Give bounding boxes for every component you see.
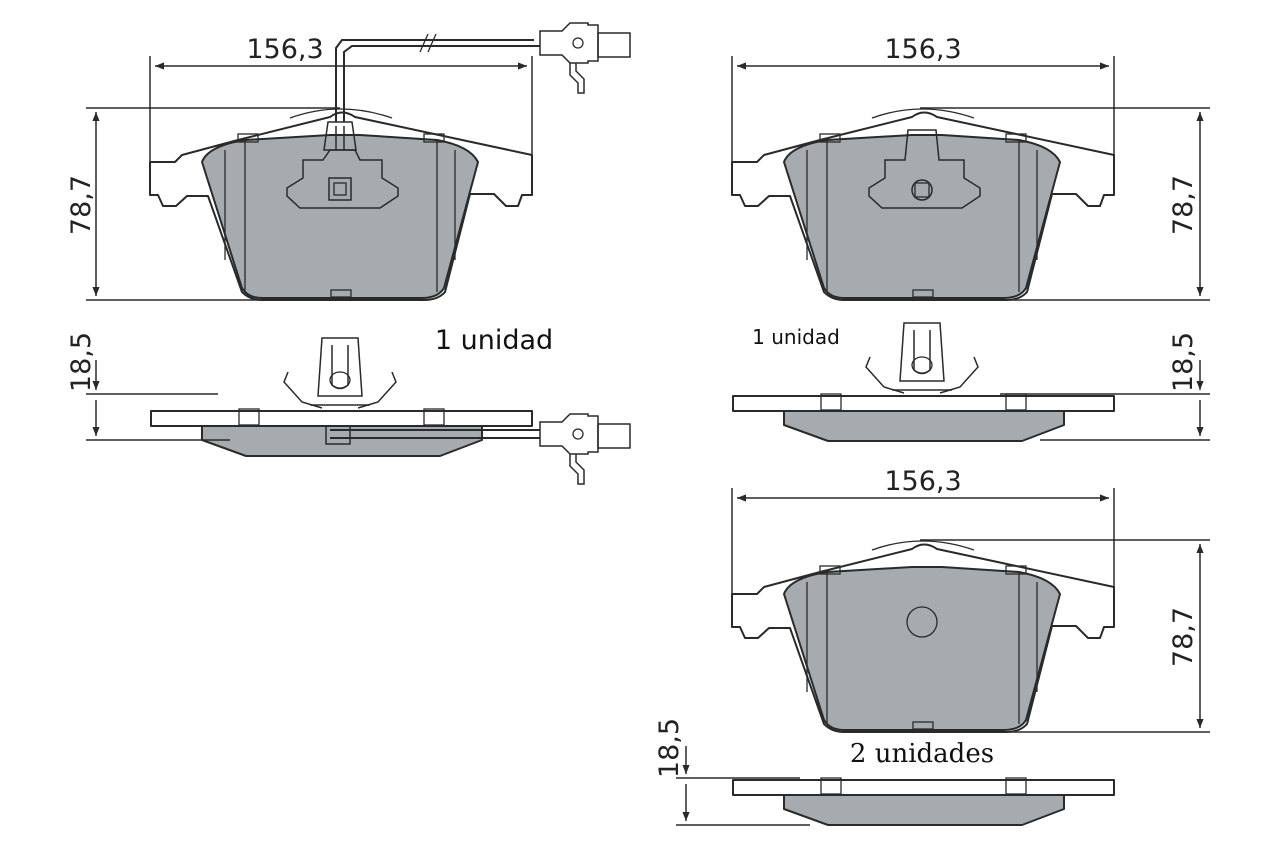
thickness-label: 18,5 [66, 332, 97, 392]
thickness-label: 18,5 [1168, 332, 1199, 392]
thickness-label: 18,5 [654, 718, 685, 778]
width-dimension-plain-pad-bottom: 156,3 [731, 466, 1115, 594]
width-label: 156,3 [884, 34, 961, 65]
quantity-label: 2 unidades [850, 739, 994, 769]
height-dimension-sensor-pad: 78,7 [66, 107, 340, 301]
quantity-label: 1 unidad [435, 325, 553, 356]
thickness-dimension-plain-pad-bottom: 18,5 [654, 718, 810, 826]
height-label: 78,7 [1168, 175, 1199, 235]
width-dimension-plain-pad-top: 156,3 [731, 34, 1115, 162]
height-label: 78,7 [1168, 607, 1199, 667]
pad-side-with-sensor [150, 337, 631, 485]
height-label: 78,7 [66, 175, 97, 235]
pad-side-plain [732, 777, 1115, 826]
pad-front-without-sensor [731, 108, 1115, 301]
pad-front-with-sensor [149, 22, 631, 301]
width-label: 156,3 [246, 34, 323, 65]
width-label: 156,3 [884, 466, 961, 497]
height-dimension-plain-pad-top: 78,7 [920, 107, 1210, 301]
pad-front-plain [731, 540, 1115, 733]
height-dimension-plain-pad-bottom: 78,7 [920, 539, 1210, 733]
width-dimension-sensor-pad: 156,3 [149, 34, 533, 162]
quantity-label: 1 unidad [752, 325, 840, 349]
thickness-dimension-plain-pad-top: 18,5 [1000, 332, 1210, 441]
thickness-dimension-sensor-pad: 18,5 [66, 332, 230, 441]
